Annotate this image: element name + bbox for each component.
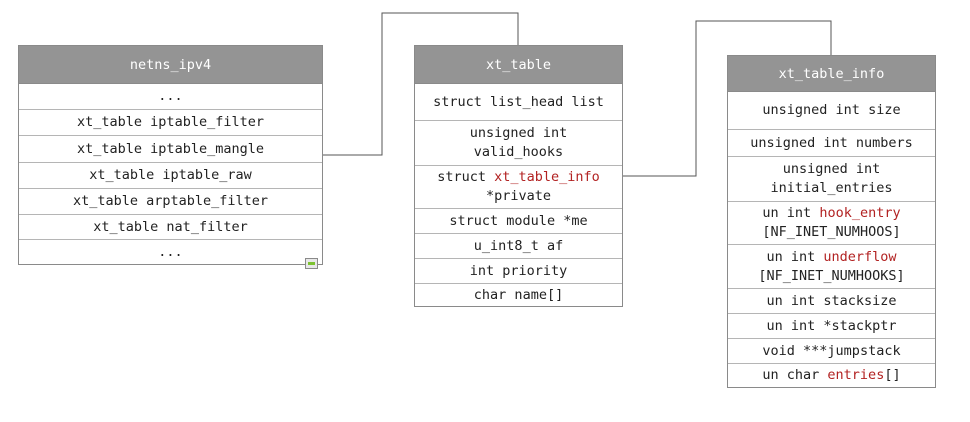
xt-table-info-struct: xt_table_info unsigned int size unsigned… (727, 55, 936, 388)
struct-field: struct module *me (415, 209, 622, 234)
struct-field: struct list_head list (415, 84, 622, 121)
struct-field: un int hook_entry[NF_INET_NUMHOOS] (728, 202, 935, 245)
struct-field: char name[] (473, 286, 564, 303)
struct-field: xt_table iptable_mangle (19, 136, 322, 163)
struct-field: unsigned int size (728, 92, 935, 130)
xt-table-info-title: xt_table_info (728, 56, 935, 92)
struct-field: xt_table nat_filter (19, 215, 322, 240)
struct-field: int priority (415, 259, 622, 284)
struct-field: u_int8_t af (415, 234, 622, 259)
xt-table-title: xt_table (415, 46, 622, 84)
struct-field: struct xt_table_info*private (415, 166, 622, 209)
xt-table-struct: xt_table struct list_head list unsigned … (414, 45, 623, 307)
struct-field: xt_table iptable_raw (19, 163, 322, 189)
netns-ipv4-struct: netns_ipv4 ... xt_table iptable_filter x… (18, 45, 323, 265)
struct-field: ... (158, 243, 183, 260)
struct-field: un char entries[] (762, 367, 901, 383)
connector-netns-to-xt-table (322, 12, 519, 156)
struct-field: unsigned int numbers (728, 130, 935, 157)
resize-grip-icon[interactable] (305, 258, 318, 269)
struct-field: ... (19, 84, 322, 110)
struct-field: un int stacksize (728, 289, 935, 314)
hook-entry-highlight: hook_entry (819, 205, 901, 221)
struct-field: xt_table arptable_filter (19, 189, 322, 215)
struct-field: xt_table iptable_filter (19, 110, 322, 136)
struct-field: un int underflow[NF_INET_NUMHOOKS] (728, 245, 935, 289)
type-link: xt_table_info (494, 169, 600, 185)
struct-field: void ***jumpstack (728, 339, 935, 364)
connector-xt-table-to-xt-table-info (622, 20, 832, 177)
netns-ipv4-title: netns_ipv4 (19, 46, 322, 84)
entries-highlight: entries (827, 367, 885, 383)
struct-field: un int *stackptr (728, 314, 935, 339)
underflow-highlight: underflow (823, 248, 897, 265)
